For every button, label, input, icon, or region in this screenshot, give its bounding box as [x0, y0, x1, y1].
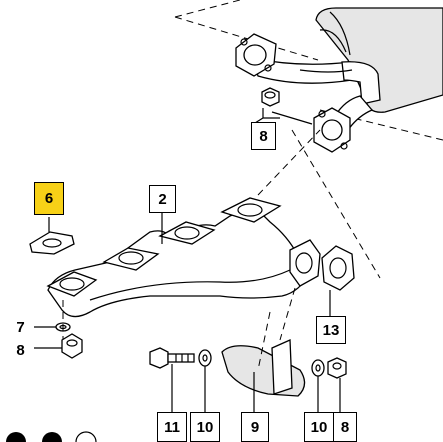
zoom-out-icon[interactable]: [42, 432, 62, 442]
reset-view-icon[interactable]: [75, 431, 97, 442]
nut-top-drawing: [261, 87, 280, 107]
flange-alignment-dashed: [257, 129, 381, 279]
nut-left-drawing: [61, 333, 83, 359]
part-label-13[interactable]: 13: [316, 316, 346, 344]
part-label-10-right[interactable]: 10: [304, 412, 334, 442]
part-label-2[interactable]: 2: [149, 185, 176, 213]
nut-right-drawing: [327, 357, 347, 379]
washer-10-left-drawing: [198, 349, 212, 367]
exhaust-manifold-drawing: [46, 197, 321, 318]
muffler-dashed-outline: [174, 0, 443, 141]
bolt-11-drawing: [149, 347, 195, 369]
leader-8-top: [254, 108, 313, 125]
part-label-10-left[interactable]: 10: [190, 412, 220, 442]
pipe-flange-lower: [313, 107, 351, 153]
part-label-6[interactable]: 6: [34, 182, 64, 215]
part-label-9[interactable]: 9: [241, 412, 269, 442]
part-label-8-right[interactable]: 8: [333, 412, 357, 442]
washer-10-right-drawing: [311, 359, 325, 377]
gasket-13-drawing: [321, 245, 355, 291]
pipe-flange-upper: [235, 33, 277, 77]
bracket-9-drawing: [221, 287, 306, 397]
part-label-7[interactable]: 7: [16, 318, 25, 336]
exhaust-pipes-drawing: [251, 57, 381, 132]
part-label-8-top[interactable]: 8: [251, 122, 276, 150]
zoom-in-icon[interactable]: [6, 432, 26, 442]
part-label-8-left[interactable]: 8: [16, 341, 25, 359]
gasket-6-drawing: [29, 231, 75, 255]
part-label-11[interactable]: 11: [157, 412, 187, 442]
toolbar-icons: [6, 431, 97, 442]
